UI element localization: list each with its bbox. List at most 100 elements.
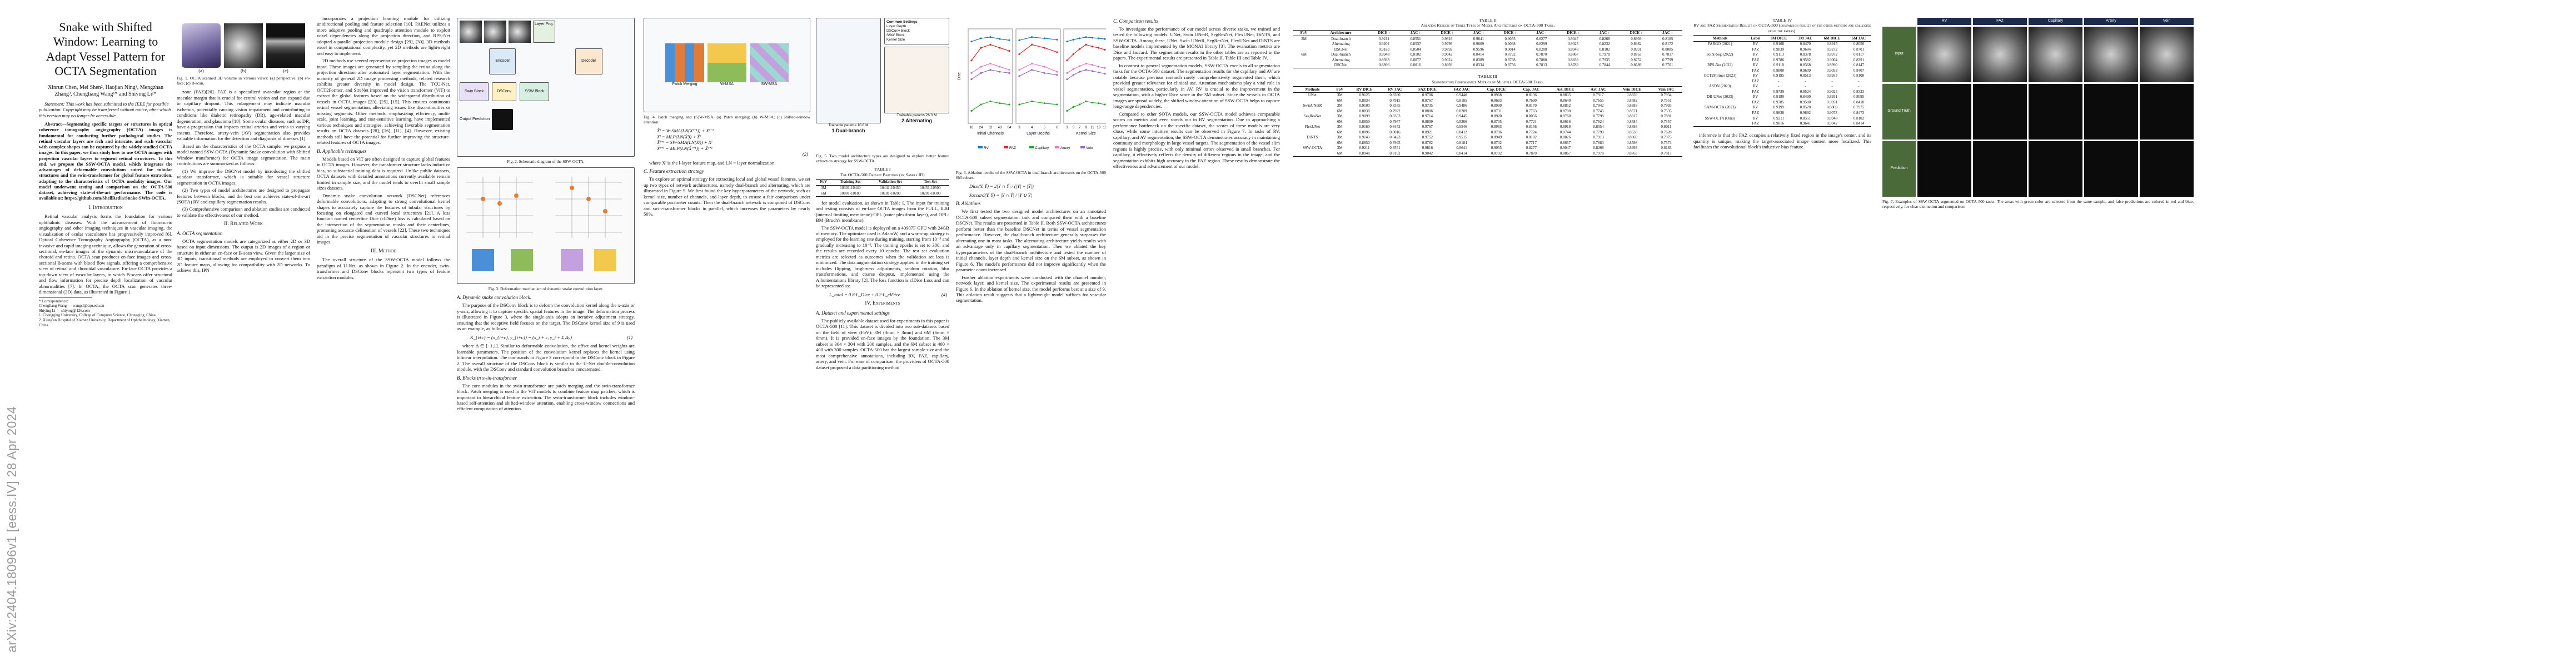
figure-5-caption: Fig. 5. Two model architecture types are… <box>816 153 949 164</box>
table-cell: FARGO (2021) <box>1707 42 1732 47</box>
column-header: Methods <box>1293 86 1332 93</box>
table-cell: 0.7721 <box>1526 119 1537 124</box>
legend-label: Capillary <box>1035 146 1049 150</box>
wmsa-graphic <box>707 43 746 82</box>
table-cell: 0.9440 <box>1456 93 1467 98</box>
table-cell: 0.8391 <box>1853 57 1865 62</box>
swmsa-graphic <box>750 43 789 82</box>
paragraph: OCTA segmentation models are categorized… <box>177 238 310 273</box>
table-cell: 0.9125 <box>1359 93 1370 98</box>
table-cell: 0.9735 <box>1422 103 1433 108</box>
data-point <box>970 72 973 74</box>
tick-label: 15 <box>1103 126 1106 130</box>
data-point <box>1031 36 1033 38</box>
tick-label: 3 <box>1018 126 1020 130</box>
column-header: 3M JAC <box>1792 35 1818 42</box>
table-2-title: TABLE II Ablation Results of Three Types… <box>1421 18 1555 28</box>
table-cell: 0.8407 <box>1853 68 1865 73</box>
legend-swatch <box>1055 146 1059 148</box>
table-cell: 0.9211 <box>1773 116 1784 121</box>
subfig-label: (a) <box>198 67 204 73</box>
table-cell: 3M <box>821 186 826 190</box>
dsconv-block: DSConv <box>492 82 517 102</box>
table-cell: 0.9025 <box>1826 89 1838 94</box>
table-cell: 0.9445 <box>1456 114 1467 119</box>
table-cell: 0.8919 <box>1559 125 1571 130</box>
figure-1: (a) (b) (c) <box>177 18 310 73</box>
data-point <box>1085 69 1087 71</box>
data-point <box>1018 39 1020 41</box>
table-cell: 3M <box>1337 146 1343 151</box>
column-header: DICE ↑ <box>1493 29 1527 37</box>
panel-title: Initial Channels <box>977 132 1004 136</box>
subsection-heading: A. OCTA segmentation <box>177 231 223 237</box>
fig7-image <box>2140 26 2194 82</box>
column-header: DICE ↑ <box>1430 29 1464 37</box>
data-point <box>1072 74 1074 76</box>
table-cell: 0.9014 <box>1504 47 1516 52</box>
fig7-image <box>2084 26 2138 82</box>
table-cell: 0.9582 <box>1800 57 1811 62</box>
table-cell: 0.8731 <box>1491 108 1502 113</box>
table-cell: 0.7763 <box>1526 108 1537 113</box>
column-header: FAZ JAC <box>1445 86 1478 93</box>
paragraph: (2) Two types of model architectures are… <box>177 187 310 205</box>
figure-4-caption: Fig. 4. Patch merging and (S)W-MSA. (a) … <box>644 115 810 125</box>
paragraph: Retinal vascular analysis forms the foun… <box>39 213 172 295</box>
dual-branch-diagram <box>816 18 881 123</box>
table-row: ASDN (2023)RV---- <box>1693 84 1871 89</box>
column-header: FoV <box>1293 29 1315 37</box>
data-point <box>1085 62 1087 64</box>
data-point <box>999 71 1001 73</box>
column-header: RV JAC <box>1381 86 1409 93</box>
paragraph: 2D methods use several representative pr… <box>317 58 450 146</box>
data-point <box>1008 69 1010 71</box>
table-cell: 0.8334 <box>1464 62 1493 69</box>
page2-mid-column: Trainable params 10.8 M 1.Dual-branch Co… <box>816 16 949 659</box>
legend-label: Artery <box>1060 146 1070 150</box>
table-cell: 0.8172 <box>1662 42 1673 47</box>
panel-title: Layer Depths <box>1027 132 1050 136</box>
output-label: Output Prediction <box>460 117 490 121</box>
section-heading: I. Introduction <box>88 205 123 211</box>
series-line-capillary <box>1019 101 1058 105</box>
table-cell: 10181-10200 <box>869 191 911 197</box>
column-header: Training Set <box>831 178 869 186</box>
column-header: 6M JAC <box>1846 35 1871 42</box>
table-cell <box>1293 108 1332 114</box>
table-cell: 0.8582 <box>1626 98 1638 103</box>
column-header: FoV <box>816 178 831 186</box>
table-cell: 0.8983 <box>1491 125 1502 130</box>
tick-label: 24 <box>979 126 983 130</box>
table-cell: 0.8366 <box>1456 119 1467 124</box>
table-cell: 0.8763 <box>1613 151 1650 157</box>
data-point <box>1085 100 1087 102</box>
legend-label: Vein <box>1086 146 1093 150</box>
table-cell: 6M <box>1337 140 1343 145</box>
table-cell: 0.9272 <box>1826 47 1838 52</box>
table-cell: Dual-branch <box>1331 52 1351 57</box>
table-cell: 0.9752 <box>1422 135 1433 140</box>
table-cell: 0.8867 <box>1567 52 1579 57</box>
data-point <box>1098 102 1100 104</box>
column-header: Validation Set <box>869 178 911 186</box>
table-cell: 0.8638 <box>1626 130 1638 135</box>
data-point <box>989 43 991 46</box>
table-cell: 0.8470 <box>1800 42 1811 47</box>
table-cell: 3M <box>1337 114 1343 119</box>
table-cell: 0.9515 <box>1456 135 1467 140</box>
table-cell: FAZ <box>1752 47 1760 52</box>
table-cell: 0.8948 <box>1567 47 1579 52</box>
data-point <box>1079 103 1081 106</box>
table-cell: 0.7978 <box>1582 151 1614 157</box>
table-cell: 0.8869 <box>1626 135 1638 140</box>
paragraph: Based on the characteristics of the OCTA… <box>177 143 310 167</box>
table-cell: 0.8899 <box>1422 119 1433 124</box>
